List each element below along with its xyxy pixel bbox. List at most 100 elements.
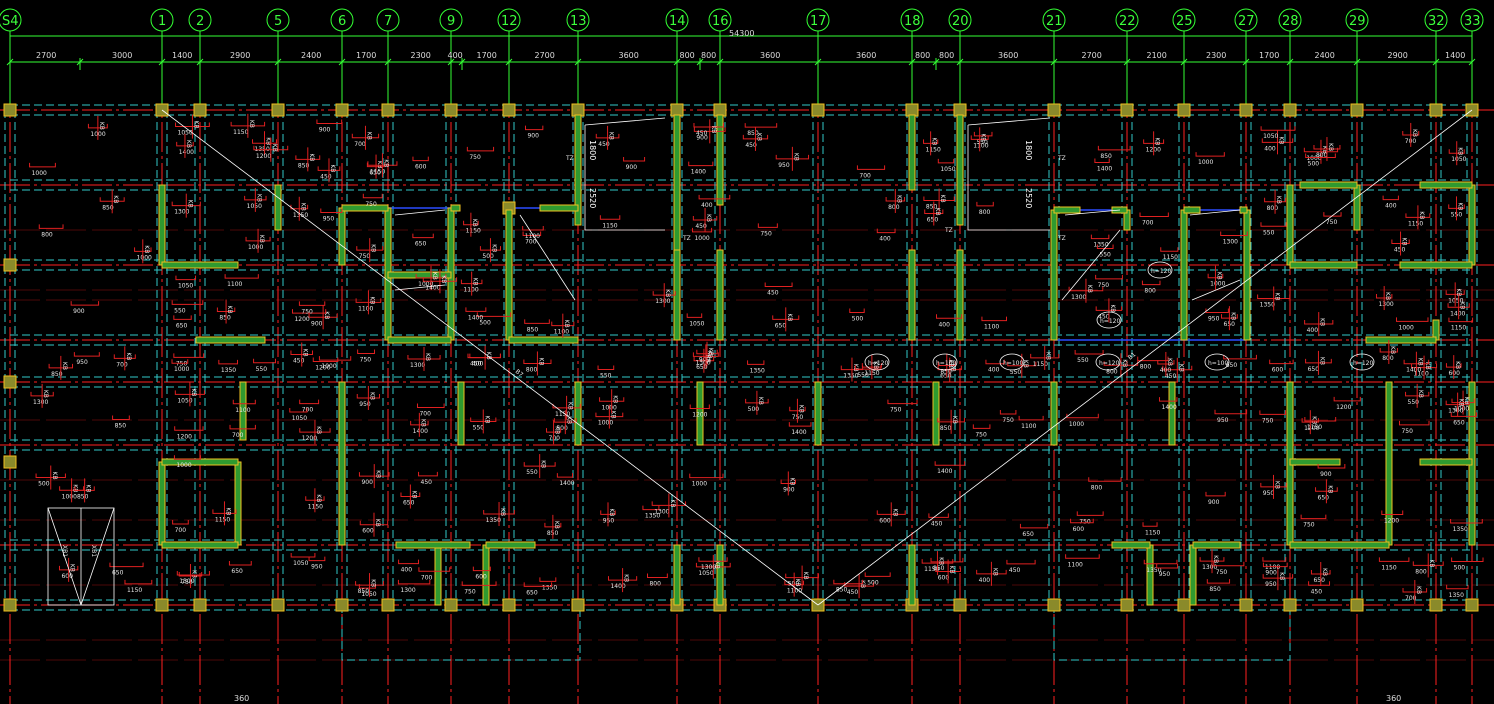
rebar-value: 900 [783, 486, 795, 493]
rebar-value: 1300 [1202, 564, 1217, 571]
stair-line [1064, 209, 1121, 216]
kb-label: KB [98, 122, 105, 130]
rebar-value: 750 [181, 579, 193, 586]
axis-bubble [665, 8, 689, 32]
rebar-value: 1000 [174, 366, 189, 373]
rebar-value: 450 [695, 223, 707, 230]
axis-number: 2 [196, 14, 204, 29]
rebar-bracket [693, 123, 725, 128]
rebar-value: 500 [852, 316, 864, 323]
rebar-value: 1300 [410, 362, 425, 369]
rebar-bracket [744, 123, 778, 128]
rebar-value: 1000 [418, 281, 433, 288]
rebar-value: 400 [938, 321, 950, 328]
rebar-bracket [597, 365, 615, 371]
rebar-bracket [418, 567, 451, 572]
rebar-value: 950 [1263, 490, 1275, 497]
kb-label: KB [224, 507, 231, 515]
rebar-value: 600 [475, 574, 487, 581]
rebar-value: 750 [975, 431, 987, 438]
kb-label: KB [931, 137, 938, 145]
axis-bubble [806, 8, 830, 32]
rebar-value: 1150 [1033, 361, 1048, 368]
column [811, 103, 825, 117]
rebar-value: 1000 [176, 462, 191, 469]
rebar-bracket [1074, 349, 1104, 355]
kb-label: KB [1416, 358, 1423, 366]
rebar-value: 850 [747, 130, 759, 137]
rebar-bracket [1304, 416, 1337, 422]
kb-label: KB [669, 499, 676, 507]
wall-segment [508, 336, 579, 344]
rebar-value: 400 [1385, 203, 1397, 210]
dimension-label: 800 [915, 51, 930, 60]
rebar-value: 1000 [1306, 155, 1321, 162]
rebar-bracket [1448, 317, 1474, 323]
rebar-value: 1200 [294, 316, 309, 323]
rebar-value: 400 [979, 577, 991, 584]
axis-number: 13 [570, 14, 587, 29]
rebar-bracket [171, 359, 189, 364]
rebar-bracket [397, 579, 431, 585]
wall-segment [1365, 336, 1437, 344]
rebar-bracket [1143, 559, 1178, 565]
rebar-value: 1150 [924, 566, 939, 573]
column [271, 103, 285, 117]
rebar-bracket [412, 233, 434, 239]
rebar-bracket [398, 559, 419, 565]
rebar-value: 950 [359, 401, 371, 408]
rebar-bracket [642, 505, 660, 511]
rebar-value: 850 [102, 204, 114, 211]
axis-number: 17 [810, 14, 827, 29]
rebar-value: 950 [603, 517, 615, 524]
rebar-value: 450 [320, 173, 332, 180]
rebar-value: 600 [1448, 370, 1460, 377]
b1-label: B1 [1127, 351, 1138, 362]
rebar-value: 750 [365, 201, 377, 208]
kb-label: KB [255, 194, 262, 202]
dimension-label: 1700 [1259, 51, 1279, 60]
rebar-bracket [524, 125, 544, 131]
kb-label: KB [794, 579, 801, 587]
axis-bubble [1042, 8, 1066, 32]
rebar-value: 450 [1098, 313, 1110, 320]
rebar-bracket [972, 424, 991, 429]
rebar-value: 850 [1100, 153, 1112, 160]
rebar-value: 850 [933, 565, 945, 572]
rebar-value: 1400 [425, 284, 440, 291]
rebar-value: 1100 [227, 281, 242, 288]
column [670, 103, 684, 117]
wall-segment [1189, 544, 1197, 606]
rebar-bracket [887, 399, 918, 405]
rebar-value: 650 [927, 217, 939, 224]
rebar-bracket [1262, 562, 1288, 568]
kb-label: KB [374, 519, 381, 527]
axis-bubble [708, 8, 732, 32]
kb-label: KB [370, 244, 377, 252]
rebar-value: 900 [527, 133, 539, 140]
rebar-value: 450 [470, 361, 482, 368]
rebar-value: 800 [888, 204, 900, 211]
kb-label: KB [567, 402, 574, 410]
kb-label: KB [1274, 292, 1281, 300]
bottom-dimension-label: 360 [1386, 694, 1401, 703]
rebar-value: 850 [358, 588, 370, 595]
wall-segment [505, 209, 513, 341]
wall-segment [1050, 381, 1058, 446]
rebar-bracket [416, 403, 445, 408]
slab-thickness-label: h=120 [868, 360, 888, 367]
bottom-dimension-label: 360 [234, 694, 249, 703]
rebar-value: 550 [526, 469, 538, 476]
kb-label: KB [1274, 481, 1281, 489]
column [953, 103, 967, 117]
kb-label: KB [1229, 312, 1236, 320]
rebar-value: 1000 [598, 420, 613, 427]
axis-bubble [150, 8, 174, 32]
rebar-value: 900 [73, 308, 85, 315]
rebar-value: 900 [1265, 570, 1277, 577]
dimension-label: 1400 [172, 51, 192, 60]
rebar-bracket [218, 359, 238, 365]
rebar-value: 500 [867, 579, 879, 586]
rebar-bracket [646, 573, 668, 579]
rebar-value: 1350 [843, 373, 858, 380]
